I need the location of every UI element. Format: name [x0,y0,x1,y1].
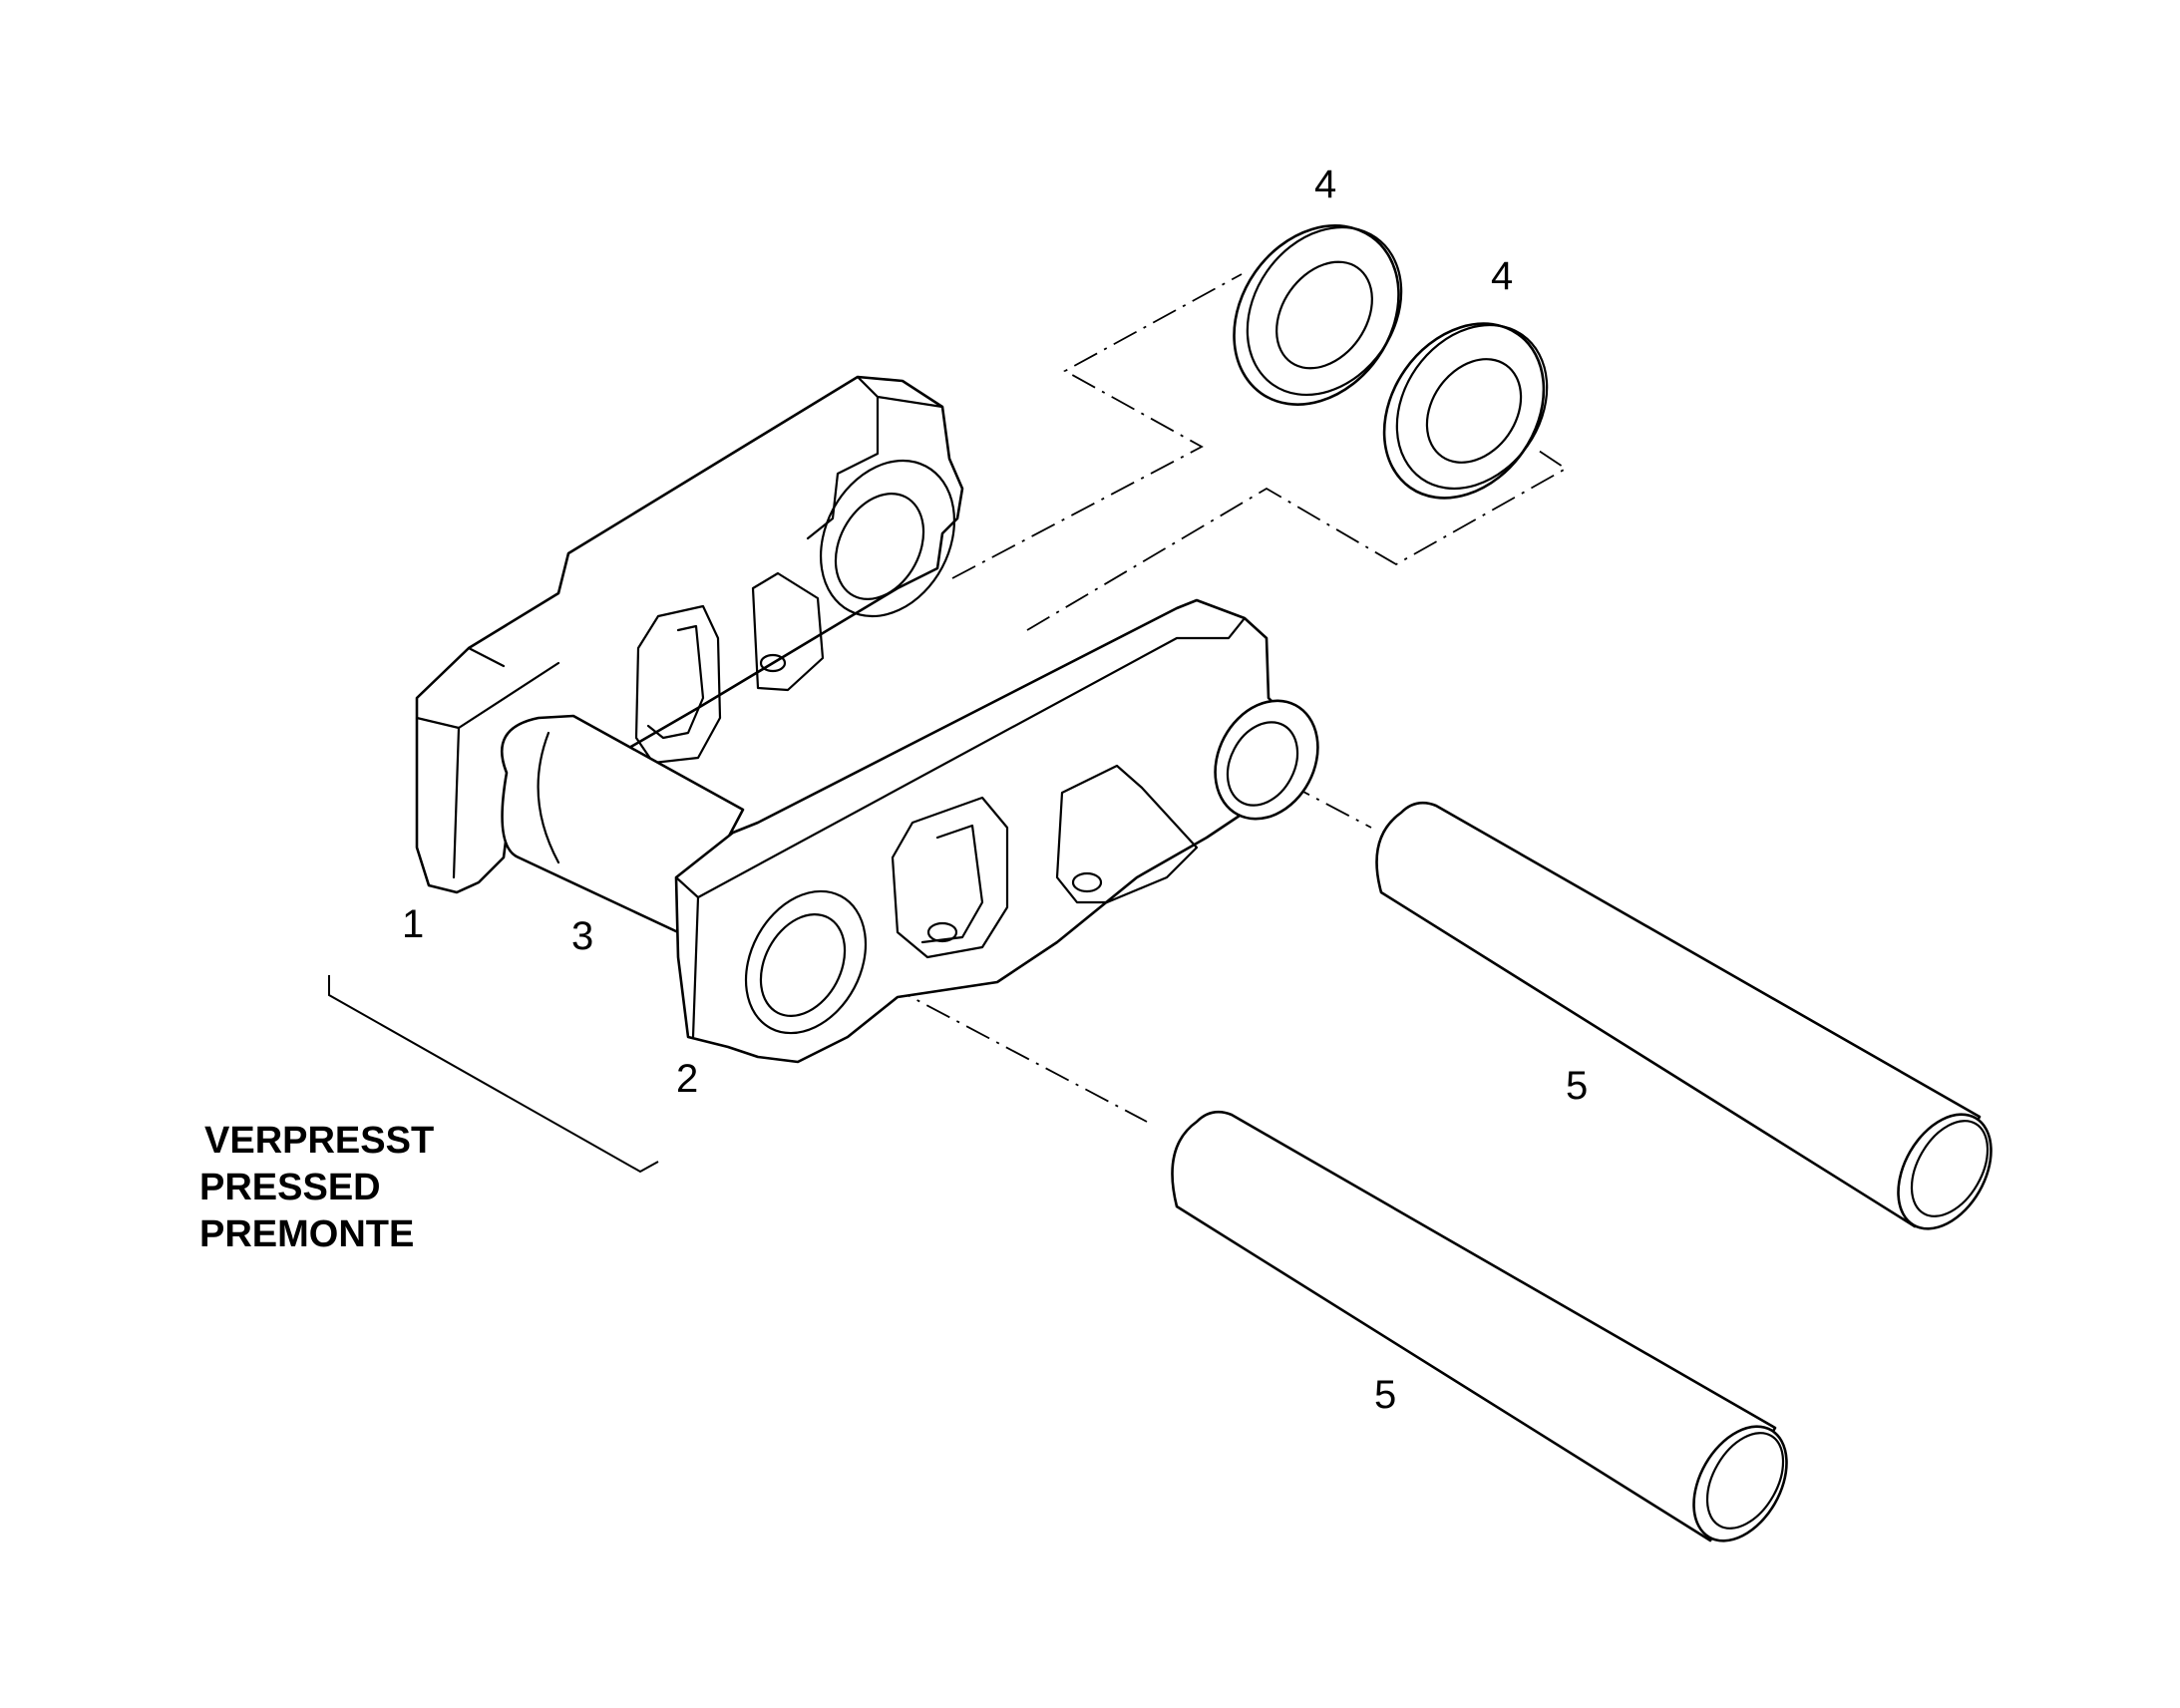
link-right-top-face [674,616,1247,1039]
callout-seal-upper: 4 [1314,163,1336,206]
seal-upper [1233,224,1403,406]
link-right-body [674,598,1293,1064]
link-right-pocket-hole [1071,871,1103,893]
link-right-window-inner [920,824,984,944]
link-left-front-edge [452,395,880,879]
seal-upper-hole [1275,260,1373,370]
callout-seal-lower: 4 [1491,254,1513,298]
link-left-pocket-hole [759,653,787,673]
link-right [674,598,1319,1064]
callout-link-left: 1 [402,902,424,946]
pressed-assembly-bracket [328,975,659,1174]
link-right-pocket [1055,764,1199,904]
seal-lower [1382,322,1549,500]
link-left-bore-outer [819,459,956,618]
callout-link-right: 2 [676,1057,698,1101]
note-line-english: PRESSED [199,1167,381,1208]
link-right-bushing-end-inner [1226,721,1299,807]
callout-pin-upper: 5 [1566,1064,1588,1108]
note-line-german: VERPRESST [204,1120,434,1162]
pin-upper-body [1375,801,1982,1228]
link-right-window [891,796,1009,959]
seal-lower-rim [1395,323,1549,491]
bushing-edge [537,731,560,864]
link-right-bushing-end-outer [1214,699,1319,821]
pin-upper-end-inner [1910,1120,1990,1217]
pin-upper [1375,801,1993,1230]
pin-upper-end-outer [1897,1113,1993,1230]
pin-lower-body [1171,1110,1777,1542]
pin-lower [1171,1110,1788,1542]
pin-lower-end-outer [1692,1425,1788,1542]
link-left-window [634,604,722,765]
seal-upper-rim [1246,225,1403,397]
link-left-bore-inner [834,493,925,600]
callout-pin-lower: 5 [1374,1373,1396,1417]
link-right-bore-inner [759,912,847,1018]
assembly-note: VERPRESST PRESSED PREMONTE [199,1120,434,1255]
note-line-french: PREMONTE [199,1213,414,1255]
seal-lower-hole [1425,358,1523,464]
link-right-bore-outer [744,889,868,1035]
link-left-window-inner [646,624,705,740]
centerline-seal-left [951,273,1243,579]
link-right-window-hole [926,921,958,943]
callout-bushing: 3 [571,914,593,958]
centerline-seal-right [1026,448,1568,631]
pin-lower-end-inner [1705,1432,1785,1530]
link-left-pocket [751,571,825,692]
